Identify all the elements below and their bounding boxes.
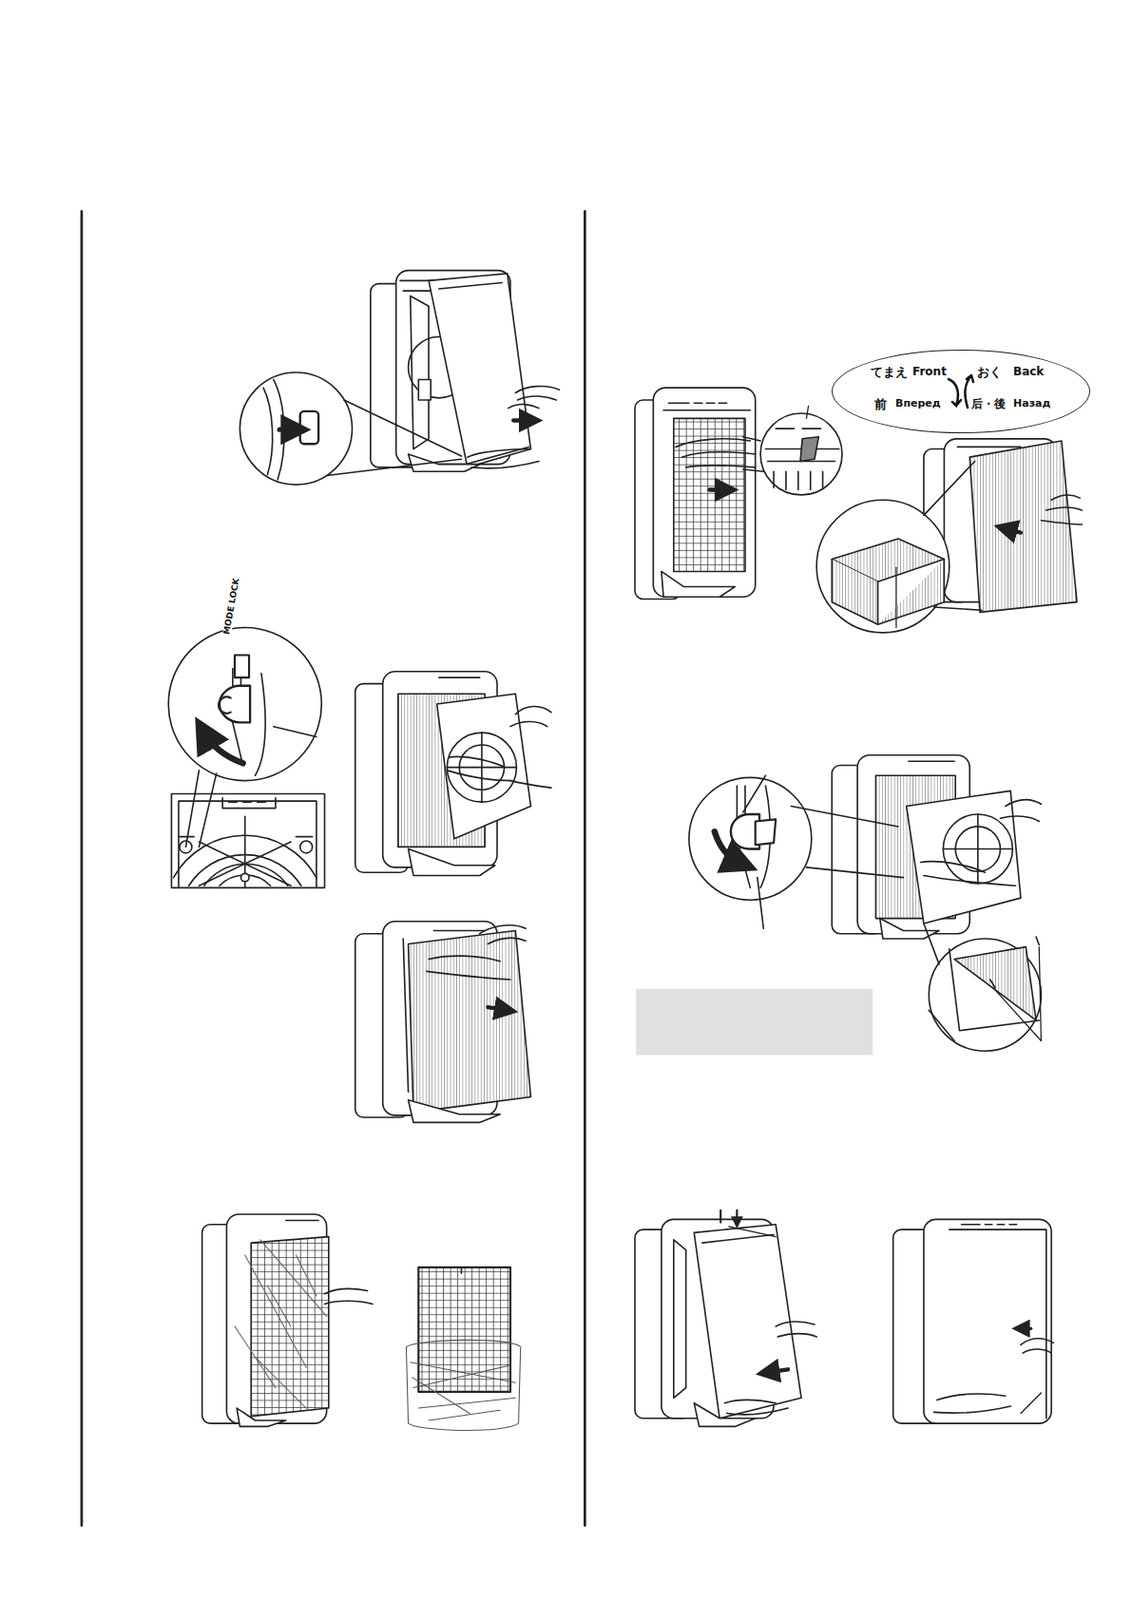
direction-label: Вперед bbox=[895, 398, 941, 409]
direction-label: 后・後 bbox=[971, 398, 1006, 410]
direction-arrows bbox=[832, 350, 1092, 435]
direction-label: Back bbox=[1013, 365, 1044, 378]
direction-label: おく bbox=[977, 365, 1002, 379]
direction-label: Front bbox=[912, 365, 947, 378]
direction-label: てまえ bbox=[870, 365, 908, 379]
direction-oval: てまえ前 FrontВперед おく后・後 BackНазад bbox=[831, 349, 1091, 434]
direction-label: Назад bbox=[1013, 398, 1051, 409]
direction-label: 前 bbox=[874, 398, 887, 411]
